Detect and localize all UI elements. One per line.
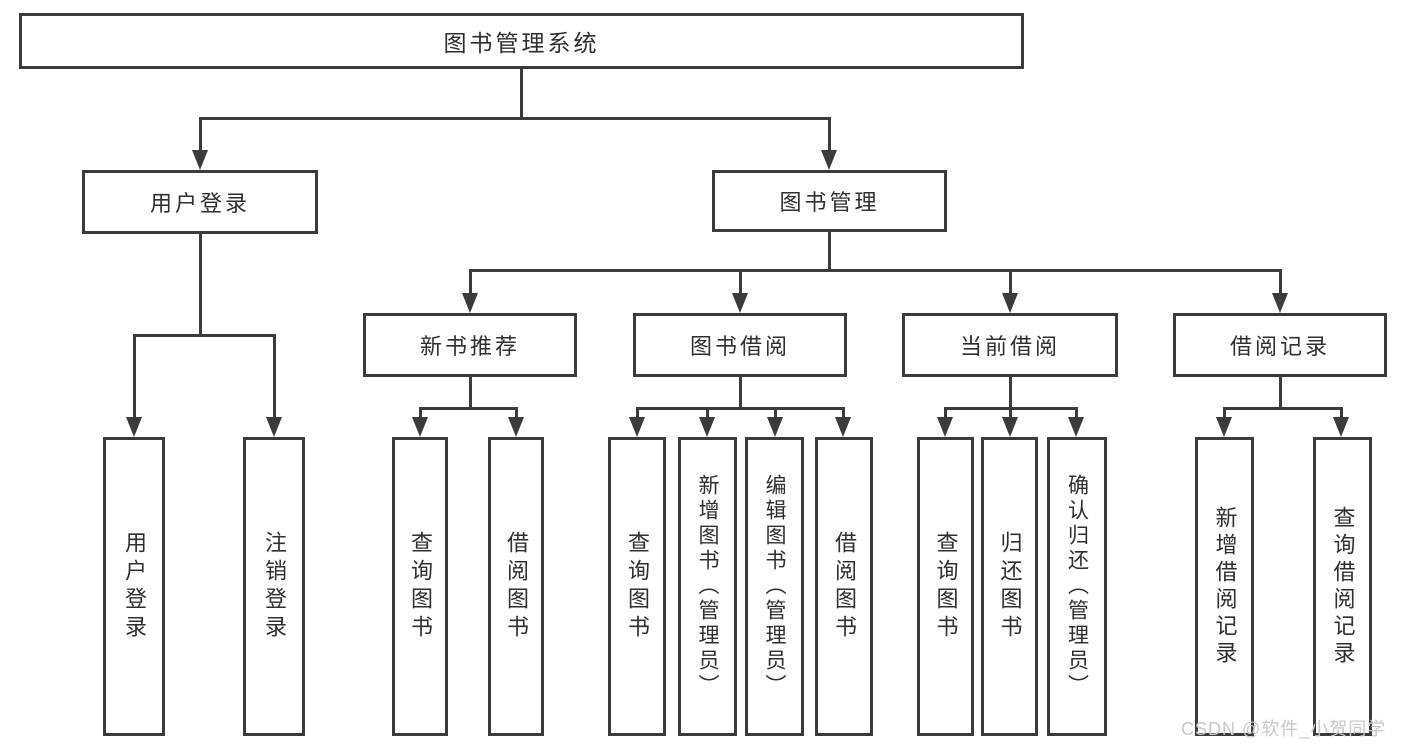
leaf-add-books-admin: 新增图书（管理员） [678,437,737,736]
leaf-current-query-books: 查询图书 [917,437,974,736]
connector-borrowing-stem-2 [706,407,709,421]
connector-mgmt-stem-2 [739,269,742,297]
connector-records-drop [1279,377,1282,410]
leaf-edit-books-admin-label: 编辑图书（管理员） [763,474,786,699]
arrowhead-query-record [1333,417,1349,437]
node-root: 图书管理系统 [19,13,1024,69]
leaf-logout: 注销登录 [243,437,305,736]
csdn-watermark: CSDN @软件_小贺同学 [1181,719,1387,739]
connector-root-drop [520,69,523,120]
node-root-label: 图书管理系统 [443,30,600,56]
leaf-borrowing-borrow-books: 借阅图书 [815,437,873,736]
arrowhead-current-borrowing [1002,293,1018,313]
connector-recommend-stem-1 [419,407,422,421]
leaf-recommend-borrow-books: 借阅图书 [488,437,544,736]
node-user-login-label: 用户登录 [149,191,250,216]
leaf-user-login-label: 用户登录 [122,530,147,643]
arrowhead-user-login [192,150,208,170]
node-book-management: 图书管理 [712,170,947,232]
connector-mgmt-drop [828,232,831,272]
connector-borrowing-stem-4 [842,407,845,421]
leaf-return-books-label: 归还图书 [997,530,1023,643]
connector-mgmt-stem-4 [1279,269,1282,297]
connector-borrowing-stem-1 [636,407,639,421]
connector-records-stem-2 [1340,407,1343,421]
leaf-borrowing-borrow-books-label: 借阅图书 [832,530,857,643]
arrowhead-add-record [1216,417,1232,437]
connector-current-drop [1009,377,1012,410]
leaf-add-borrow-record-label: 新增借阅记录 [1212,505,1238,668]
connector-mgmt-stem-3 [1009,269,1012,297]
node-book-borrowing-label: 图书借阅 [689,334,790,359]
leaf-query-borrow-record: 查询借阅记录 [1313,437,1372,736]
arrowhead-add-books [699,417,715,437]
connector-login-drop [199,234,202,337]
node-new-book-recommend-label: 新书推荐 [419,334,520,359]
connector-root-stem-left [199,117,202,155]
arrowhead-borrowing-borrow [835,417,851,437]
arrowhead-borrow-records [1272,293,1288,313]
leaf-return-books: 归还图书 [981,437,1038,736]
node-book-borrowing: 图书借阅 [633,313,847,377]
connector-login-stem-1 [133,334,136,419]
node-book-management-label: 图书管理 [779,190,880,215]
leaf-query-borrow-record-label: 查询借阅记录 [1330,505,1356,668]
arrowhead-new-book-recommend [462,293,478,313]
connector-root-stem-right [828,117,831,155]
leaf-user-login: 用户登录 [103,437,165,736]
arrowhead-recommend-borrow [508,417,524,437]
connector-borrowing-stem-3 [774,407,777,421]
arrowhead-confirm-return [1068,417,1084,437]
node-current-borrowing-label: 当前借阅 [959,334,1060,359]
arrowhead-book-management [821,150,837,170]
connector-mgmt-stem-1 [469,269,472,297]
connector-borrowing-drop [739,377,742,410]
node-borrow-records: 借阅记录 [1173,313,1387,377]
leaf-borrowing-query-books: 查询图书 [608,437,666,736]
connector-root-rail [199,117,831,120]
arrowhead-book-borrowing [732,293,748,313]
arrowhead-borrowing-query [629,417,645,437]
connector-recommend-stem-2 [515,407,518,421]
arrowhead-return-books [1002,417,1018,437]
leaf-borrowing-query-books-label: 查询图书 [625,530,650,643]
connector-login-rail [133,334,276,337]
arrowhead-edit-books [767,417,783,437]
connector-current-stem-1 [944,407,947,421]
leaf-logout-label: 注销登录 [262,530,287,643]
connector-recommend-rail [419,407,518,410]
connector-login-stem-2 [273,334,276,419]
arrowhead-leaf-user-login [126,417,142,437]
connector-recommend-drop [469,377,472,410]
connector-borrowing-rail [636,407,845,410]
connector-current-stem-2 [1009,407,1012,421]
node-borrow-records-label: 借阅记录 [1229,334,1330,359]
leaf-add-books-admin-label: 新增图书（管理员） [696,474,719,699]
leaf-confirm-return-admin: 确认归还（管理员） [1047,437,1107,736]
arrowhead-leaf-logout [266,417,282,437]
connector-mgmt-rail [469,269,1282,272]
leaf-confirm-return-admin-label: 确认归还（管理员） [1065,474,1089,699]
node-current-borrowing: 当前借阅 [902,313,1118,377]
arrowhead-recommend-query [412,417,428,437]
leaf-recommend-borrow-books-label: 借阅图书 [504,530,529,643]
leaf-add-borrow-record: 新增借阅记录 [1195,437,1254,736]
leaf-recommend-query-books: 查询图书 [392,437,448,736]
leaf-current-query-books-label: 查询图书 [933,530,959,643]
leaf-recommend-query-books-label: 查询图书 [408,530,433,643]
arrowhead-current-query [937,417,953,437]
leaf-edit-books-admin: 编辑图书（管理员） [745,437,804,736]
node-user-login: 用户登录 [82,170,318,234]
connector-current-stem-3 [1075,407,1078,421]
connector-records-rail [1223,407,1343,410]
node-new-book-recommend: 新书推荐 [363,313,577,377]
connector-records-stem-1 [1223,407,1226,421]
